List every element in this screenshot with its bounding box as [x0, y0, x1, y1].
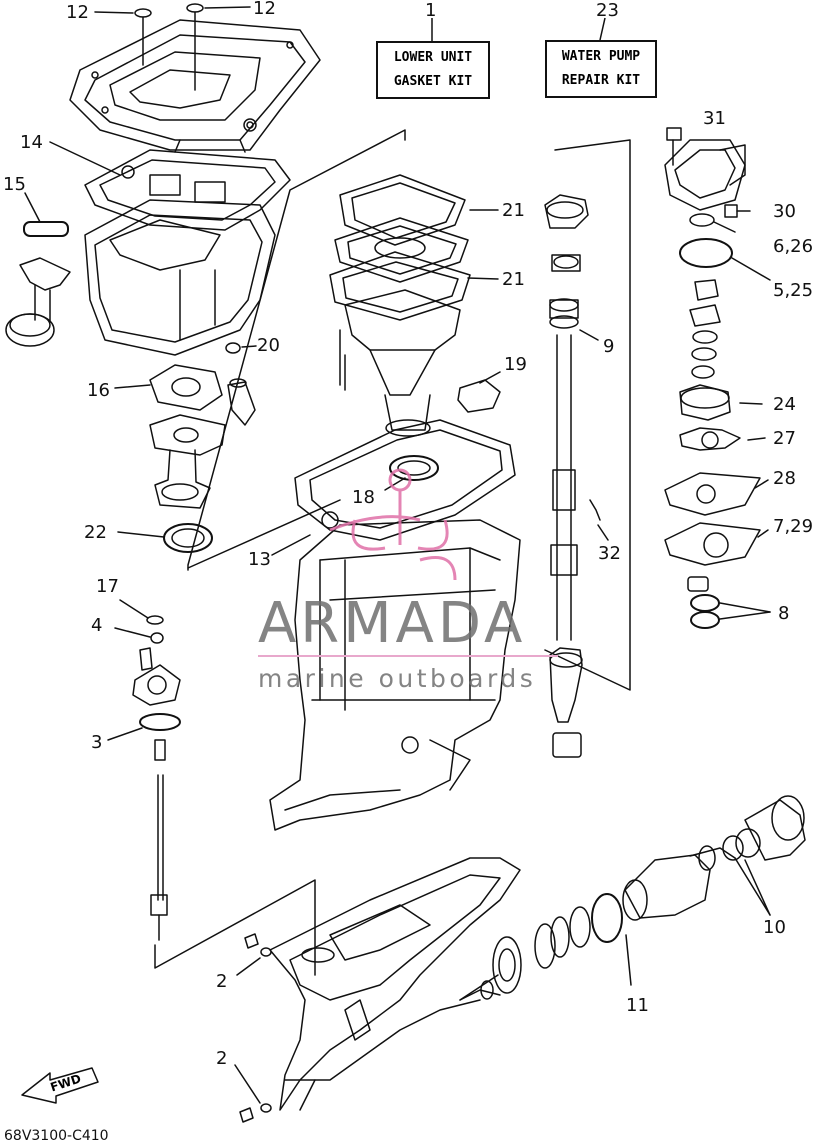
callout-17: 17: [96, 576, 119, 597]
callout-24: 24: [773, 394, 796, 415]
callout-12-right: 12: [253, 0, 276, 19]
callout-9: 9: [603, 336, 615, 357]
callout-11: 11: [626, 995, 649, 1016]
watermark-brand: ARMADA: [258, 591, 527, 656]
callout-2-lower: 2: [216, 1048, 228, 1069]
water-pump-repair-kit-box: WATER PUMP REPAIR KIT: [545, 40, 657, 98]
callout-2-upper: 2: [216, 971, 228, 992]
callout-21-lower: 21: [502, 269, 525, 290]
lower-unit-gasket-kit-box: LOWER UNIT GASKET KIT: [376, 41, 490, 99]
callout-21-upper: 21: [502, 200, 525, 221]
callout-6-26: 6,26: [773, 236, 814, 257]
callout-30: 30: [773, 201, 796, 222]
callout-4: 4: [91, 615, 103, 636]
callout-5-25: 5,25: [773, 280, 814, 301]
callout-18: 18: [352, 487, 375, 508]
callout-16: 16: [87, 380, 110, 401]
callout-27: 27: [773, 428, 796, 449]
callout-23: 23: [596, 0, 619, 21]
water-pump-kit-line1: WATER PUMP: [561, 49, 641, 64]
callout-7-29: 7,29: [773, 516, 814, 537]
lower-unit-kit-line1: LOWER UNIT: [393, 50, 473, 65]
callout-28: 28: [773, 468, 796, 489]
callout-1: 1: [425, 0, 437, 21]
callout-8: 8: [778, 603, 790, 624]
callout-10: 10: [763, 917, 786, 938]
watermark-divider: [258, 655, 558, 657]
callout-20: 20: [257, 335, 280, 356]
watermark-anchor-graphic: [329, 468, 457, 581]
callout-32: 32: [598, 543, 621, 564]
lower-unit-kit-line2: GASKET KIT: [393, 74, 473, 89]
callout-31: 31: [703, 108, 726, 129]
callout-19: 19: [504, 354, 527, 375]
callout-12-left: 12: [66, 2, 89, 23]
callout-13: 13: [248, 549, 271, 570]
watermark-tagline: marine outboards: [258, 664, 537, 693]
callout-14: 14: [20, 132, 43, 153]
callout-3: 3: [91, 732, 103, 753]
diagram-code: 68V3100-C410: [4, 1128, 109, 1144]
callout-15: 15: [3, 174, 26, 195]
upper-adapter-plate-drawing: [69, 19, 321, 153]
callout-22: 22: [84, 522, 107, 543]
water-pump-kit-line2: REPAIR KIT: [561, 73, 641, 88]
